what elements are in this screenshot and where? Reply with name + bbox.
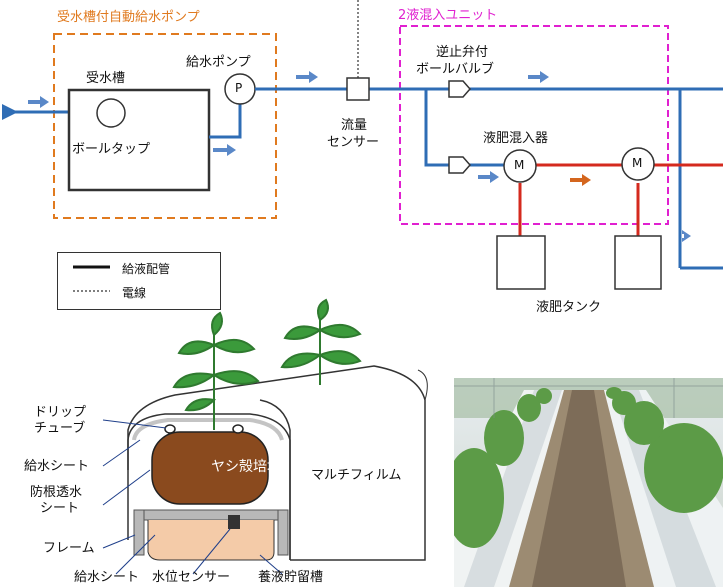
fertilizer-tank-label: 液肥タンク [536, 300, 602, 315]
root-sheet-label-1: 防根透水 [30, 485, 83, 500]
fertilizer-tank-1 [496, 235, 546, 290]
mixer-symbol-label-1: M [514, 158, 525, 172]
ball-tap-float [96, 98, 126, 128]
greenhouse-photo [454, 378, 723, 587]
unit-group-title: 2液混入ユニット [398, 8, 498, 23]
fertilizer-tank-2 [614, 235, 662, 290]
drip-tube-label-2: チューブ [34, 421, 86, 436]
pump-suction-pipe [209, 104, 242, 139]
pump-label: 給水ポンプ [186, 55, 251, 70]
frame-top [135, 509, 287, 521]
leader-lines [102, 419, 283, 575]
frame-right [277, 509, 289, 556]
flow-arrows [28, 71, 691, 242]
frame-label: フレーム [43, 541, 95, 556]
nutrient-reservoir [147, 520, 275, 561]
frame-left [133, 509, 145, 556]
mixer-symbol-1 [503, 149, 537, 183]
root-sheet-label-2: シート [40, 501, 80, 516]
flow-sensor-label-2: センサー [327, 135, 380, 150]
supply-sheet-label-bottom: 給水シート [74, 570, 140, 585]
mulch-label: マルチフィルム [311, 468, 402, 483]
mixer-symbol-label-2: M [632, 156, 643, 170]
tomato-plant-right [280, 298, 362, 385]
ball-tap-label: ボールタップ [72, 142, 151, 157]
check-valve-label-2: ボールバルブ [416, 62, 495, 77]
unit-group-border [399, 25, 669, 225]
level-sensor-label: 水位センサー [152, 570, 231, 585]
legend-pipe-label: 給液配管 [122, 262, 171, 276]
tomato-plant-left [172, 311, 260, 430]
drip-tube-label-1: ドリップ [34, 405, 87, 420]
drip-tube-right [232, 424, 244, 434]
flow-sensor-label-1: 流量 [341, 118, 368, 133]
tank-label: 受水槽 [86, 71, 126, 86]
reservoir-label: 養液貯留槽 [258, 570, 324, 585]
check-valve-bottom [448, 156, 471, 174]
water-tank [67, 88, 211, 192]
mixer-symbol-2 [621, 147, 655, 181]
substrate-label: ヤシ殻培地 [211, 459, 281, 475]
fertilizer-flow-arrow [570, 174, 591, 186]
drip-tube-left [164, 424, 176, 434]
pump-group-border [53, 33, 277, 219]
water-level-sensor [228, 515, 240, 529]
check-valve-top [448, 80, 471, 98]
supply-sheet-label-top: 給水シート [24, 459, 90, 474]
pump-symbol-label: P [235, 81, 243, 95]
flow-sensor-box [346, 77, 370, 101]
legend-wire-label: 電線 [122, 286, 147, 300]
mixer-label: 液肥混入器 [483, 131, 549, 146]
pump-group-title: 受水槽付自動給水ポンプ [57, 10, 200, 25]
check-valve-label-1: 逆止弁付 [436, 45, 489, 60]
legend [57, 252, 221, 310]
coconut-substrate [151, 431, 269, 505]
